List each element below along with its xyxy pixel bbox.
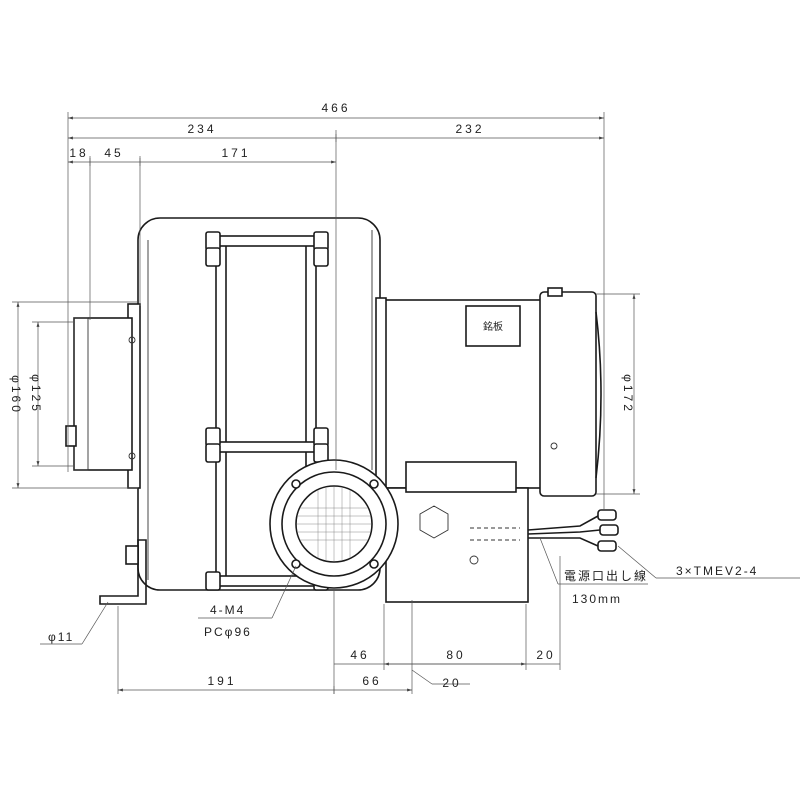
note-bolt-spec: 4-M4 bbox=[210, 603, 245, 617]
dimension-lines: 466 234 232 18 45 171 φ160 φ125 φ172 bbox=[9, 101, 640, 694]
outlet-flange bbox=[269, 459, 399, 589]
mounting-foot bbox=[99, 539, 147, 605]
note-pitch-circle: PCφ96 bbox=[204, 625, 252, 639]
leader-notes: φ11 4-M4 PCφ96 電源口出し線 130mm 3×TMEV2-4 bbox=[40, 537, 800, 645]
note-mount-hole: φ11 bbox=[48, 630, 74, 644]
dim-outlet-center: 66 bbox=[362, 674, 381, 688]
dim-overall-width: 466 bbox=[321, 101, 350, 115]
nameplate-label: 銘板 bbox=[483, 320, 503, 333]
dim-outlet-offset: 46 bbox=[350, 648, 369, 662]
frame-strap-left bbox=[215, 237, 227, 583]
inlet-duct bbox=[73, 317, 133, 471]
note-cable: 電源口出し線 bbox=[564, 568, 648, 583]
dim-motor-diameter: φ172 bbox=[621, 374, 635, 414]
outlet-mesh bbox=[297, 487, 371, 561]
note-cable-length: 130mm bbox=[572, 592, 622, 606]
blower-body: 銘板 bbox=[65, 217, 619, 605]
dim-box-width: 80 bbox=[446, 648, 465, 662]
dim-frame-width: 171 bbox=[221, 146, 250, 160]
terminal-box bbox=[385, 487, 529, 603]
dim-fan-side: 234 bbox=[187, 122, 216, 136]
dim-cable-gap: 20 bbox=[536, 648, 555, 662]
dim-base-length: 191 bbox=[207, 674, 236, 688]
note-terminal-spec: 3×TMEV2-4 bbox=[676, 564, 758, 578]
motor-end-cover bbox=[539, 291, 597, 497]
dim-motor-side: 232 bbox=[455, 122, 484, 136]
dim-outer-diameter: φ160 bbox=[9, 375, 23, 415]
power-cable bbox=[527, 509, 619, 552]
cable-terminals bbox=[597, 509, 619, 552]
nameplate bbox=[465, 305, 521, 347]
dim-outlet-gap: 20 bbox=[442, 676, 461, 690]
inlet-bolt bbox=[65, 425, 77, 447]
dim-inlet-offset-a: 18 bbox=[69, 146, 88, 160]
dim-inlet-offset-b: 45 bbox=[104, 146, 123, 160]
dim-inner-diameter: φ125 bbox=[29, 374, 43, 414]
